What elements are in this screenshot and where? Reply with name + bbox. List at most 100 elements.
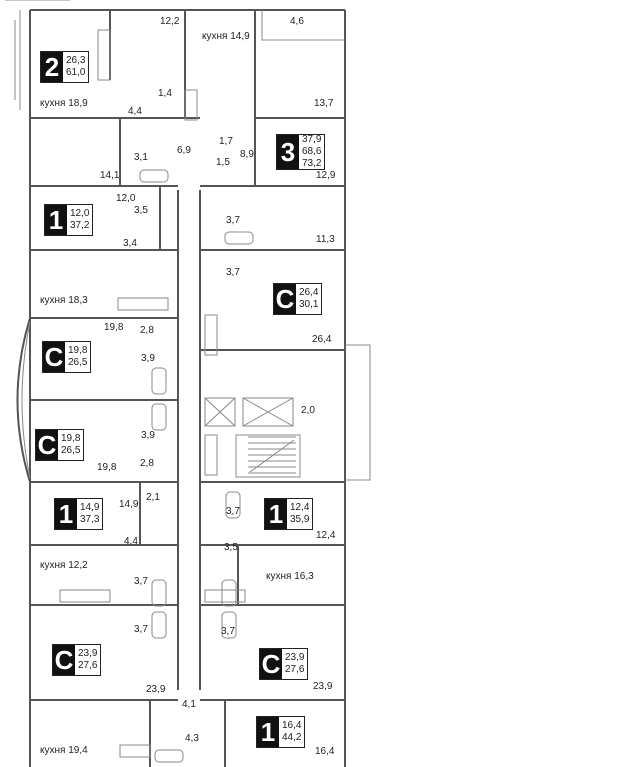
room-label: кухня 19,4 [40,745,88,756]
apartment-total-area: 37,3 [80,514,100,525]
room-label: 8,9 [240,149,254,160]
room-label: 3,5 [224,542,238,553]
apartment-total-area: 35,9 [290,514,310,525]
room-label: 4,1 [182,699,196,710]
apartment-total-area: 44,2 [282,732,302,743]
room-label: 2,8 [140,325,154,336]
apartment-total-area: 27,6 [78,660,98,671]
room-label: 3,4 [123,238,137,249]
bathtubs [139,169,254,763]
elevator-shaft-2-x [242,397,294,427]
apartment-living-area: 19,8 [68,345,88,356]
room-label: 11,3 [316,234,335,245]
room-label: 26,4 [312,334,332,345]
shaft-small [204,434,218,476]
apartment-total-area: 30,1 [299,299,319,310]
kitchen-counters [59,29,246,758]
apartment-living-area: 26,4 [299,287,319,298]
room-label: 23,9 [146,684,166,695]
room-label: 4,4 [128,106,142,117]
apartment-type: С [260,648,282,679]
apartment-area-2: 68,6 [302,146,322,157]
apartment-total-area: 27,6 [285,664,305,675]
apartment-living-area: 12,0 [70,208,90,219]
room-label: кухня 18,9 [40,98,88,109]
apartment-living-area: 26,3 [66,55,86,66]
room-label: 3,7 [134,624,148,635]
room-label: 12,9 [316,170,336,181]
room-label: 19,8 [97,462,117,473]
room-label: 6,9 [177,145,191,156]
partitions-left [30,117,200,701]
apartment-type: 1 [257,717,279,747]
room-label: 14,9 [119,499,139,510]
apartment-total-area: 26,5 [68,357,88,368]
room-label: 4,6 [290,16,304,27]
elevator-shaft-2 [242,397,294,427]
apartment-type: С [274,283,296,314]
stair-steps [248,436,296,474]
room-label: 12,2 [160,16,180,27]
room-label: 3,7 [221,626,235,637]
room-label: 1,4 [158,88,172,99]
room-label: кухня 18,3 [40,295,88,306]
partitions-right [200,117,345,701]
room-label: 12,4 [316,530,336,541]
apartment-type: 2 [41,52,63,82]
room-label: 3,7 [226,506,240,517]
bay-window-left [16,317,31,483]
room-label: кухня 12,2 [40,560,88,571]
apartment-type: С [43,341,65,372]
apartment-total-area: 73,2 [302,158,322,169]
room-label: кухня 16,3 [266,571,314,582]
apartment-type: С [36,429,58,460]
elevator-shaft-1-x [204,397,236,427]
apartment-total-area: 26,5 [61,445,81,456]
apartment-living-area: 12,4 [290,502,310,513]
room-label: 14,1 [100,170,120,181]
apartment-type: 1 [45,205,67,235]
room-label: 3,7 [226,267,240,278]
room-label: 1,5 [216,157,230,168]
room-label: 4,4 [124,536,138,547]
apartment-living-area: 19,8 [61,433,81,444]
elevator-shaft-1 [204,397,236,427]
room-label: 2,0 [301,405,315,416]
room-label: 2,1 [146,492,160,503]
room-label: 2,8 [140,458,154,469]
room-label: 13,7 [314,98,334,109]
room-label: 3,9 [141,353,155,364]
room-dividers [109,10,256,767]
apartment-living-area: 14,9 [80,502,100,513]
apartment-living-area: 16,4 [282,720,302,731]
room-label: 4,3 [185,733,199,744]
room-label: 3,9 [141,430,155,441]
balcony-top-left [5,0,70,110]
apartment-type: 1 [55,499,77,529]
bay-window-left-inner [21,321,31,479]
room-label: 3,7 [134,576,148,587]
apartment-living-area: 37,9 [302,134,322,145]
room-label: кухня 14,9 [202,31,250,42]
room-label: 23,9 [313,681,333,692]
balcony-top-right [261,10,345,41]
room-label: 3,5 [134,205,148,216]
apartment-total-area: 37,2 [70,220,90,231]
apartment-total-area: 61,0 [66,67,86,78]
room-label: 12,0 [116,193,136,204]
stairwell [235,434,301,478]
room-label: 16,4 [315,746,335,757]
balcony-right [345,344,371,481]
